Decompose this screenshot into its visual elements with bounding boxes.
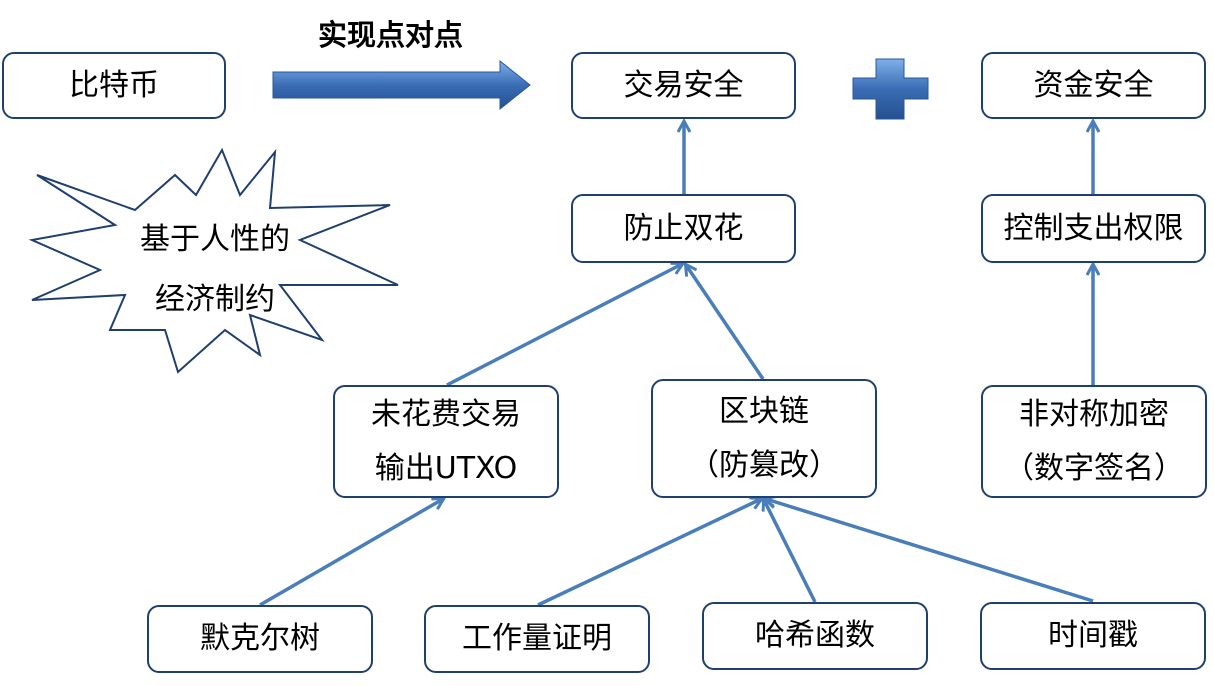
node-label: 交易安全 [623, 67, 744, 103]
arrow-pow-to-blockchain [537, 499, 761, 607]
node-label: 控制支出权限 [1003, 210, 1184, 246]
arrow-blockchain-to-prevent [686, 265, 765, 380]
starburst-shape [28, 147, 399, 374]
node-tx-security: 交易安全 [571, 52, 796, 119]
node-label-line1: 区块链 [719, 393, 809, 429]
node-merkle-tree: 默克尔树 [147, 605, 373, 673]
plus-icon [852, 58, 929, 120]
node-blockchain: 区块链 （防篡改） [651, 379, 877, 498]
node-fund-security: 资金安全 [981, 52, 1206, 119]
node-label: 时间戳 [1048, 618, 1138, 653]
diagram-title: 实现点对点 [318, 18, 464, 52]
starburst-line2: 经济制约 [155, 282, 275, 317]
node-label-line2: 输出UTXO [374, 450, 518, 486]
node-label: 默克尔树 [200, 621, 320, 656]
arrow-utxo-to-prevent [446, 264, 682, 387]
node-label-line1: 非对称加密 [1019, 396, 1169, 432]
node-label: 防止双花 [623, 210, 744, 246]
starburst-label: 基于人性的 经济制约 [110, 210, 320, 330]
node-label: 工作量证明 [462, 621, 612, 656]
node-label-line2: （防篡改） [689, 447, 839, 483]
arrow-merkle-to-utxo [259, 499, 443, 607]
node-label: 比特币 [69, 67, 159, 103]
node-utxo: 未花费交易 输出UTXO [333, 385, 559, 498]
arrow-timestamp-to-blockchain [766, 499, 1094, 603]
node-label: 哈希函数 [755, 618, 875, 653]
node-control-spending: 控制支出权限 [981, 194, 1206, 263]
node-bitcoin: 比特币 [2, 52, 226, 119]
right-arrow-icon [272, 59, 531, 111]
node-label-line1: 未花费交易 [371, 396, 521, 432]
starburst-line1: 基于人性的 [140, 222, 290, 257]
node-hash-function: 哈希函数 [702, 602, 928, 670]
node-label: 资金安全 [1033, 67, 1154, 103]
node-asymmetric-crypto: 非对称加密 （数字签名） [981, 385, 1207, 498]
arrow-hash-to-blockchain [764, 500, 817, 603]
node-label-line2: （数字签名） [1004, 450, 1184, 486]
node-prevent-double-spend: 防止双花 [571, 194, 796, 263]
node-proof-of-work: 工作量证明 [424, 605, 650, 673]
node-timestamp: 时间戳 [980, 602, 1206, 670]
